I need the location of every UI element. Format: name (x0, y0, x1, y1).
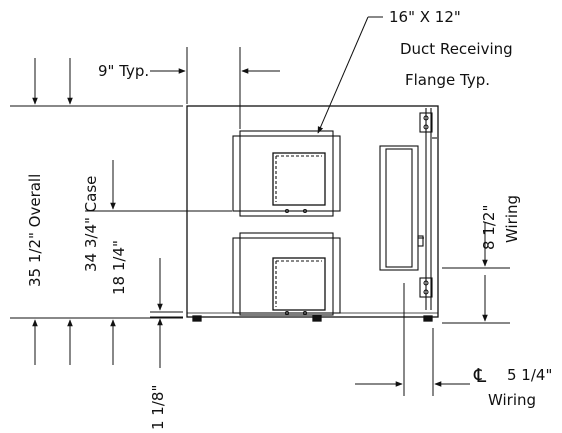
label-wiring-right: Wiring (503, 195, 521, 243)
label-34-case: 34 3/4" Case (82, 176, 100, 272)
lower-duct-flange (232, 232, 341, 316)
label-duct-receiving: Duct Receiving (400, 40, 513, 58)
unit-case (186, 105, 439, 322)
dimension-lines (10, 16, 510, 396)
label-9-typ: 9" Typ. (98, 62, 149, 80)
label-1-1-8: 1 1/8" (149, 385, 167, 430)
centerline-symbol: ℄ (473, 365, 487, 387)
label-18-1-4: 18 1/4" (110, 240, 128, 295)
label-5-1-4: 5 1/4" (507, 366, 552, 384)
label-35-overall: 35 1/2" Overall (26, 174, 44, 287)
labels: 16" X 12" Duct Receiving Flange Typ. 9" … (26, 8, 552, 430)
label-8-1-2: 8 1/2" (480, 205, 498, 250)
label-flange-typ: Flange Typ. (405, 71, 490, 89)
hinge-strip (419, 108, 437, 310)
dimension-arrows (32, 16, 488, 387)
upper-duct-flange (232, 130, 341, 217)
label-duct-size: 16" X 12" (389, 8, 461, 26)
label-wiring-bottom: Wiring (488, 391, 536, 409)
arrow-duct-leader (317, 16, 369, 134)
electrical-box (379, 145, 424, 271)
